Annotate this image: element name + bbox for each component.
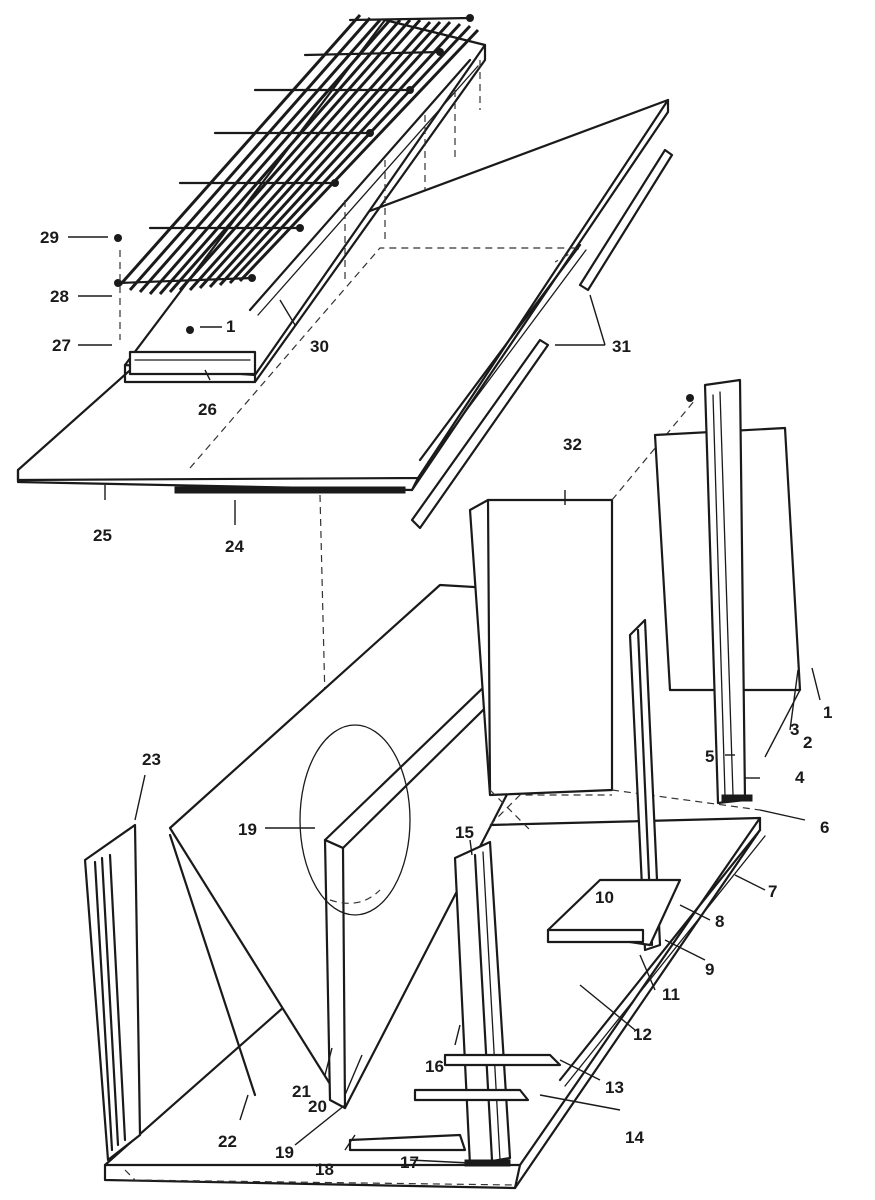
callout-11: 11 [662,985,680,1004]
underside-strip [174,486,406,494]
callout-4: 4 [795,768,805,787]
callout-27: 27 [52,336,71,355]
callout-20: 20 [308,1097,327,1116]
callout-1: 1 [823,703,832,722]
callout-30: 30 [310,337,329,356]
callout-3: 3 [790,720,799,739]
callout-10: 10 [595,888,614,907]
callout-23: 23 [142,750,161,769]
callout-16: 16 [425,1057,444,1076]
callout-8: 8 [715,912,724,931]
callout-26: 26 [198,400,217,419]
callout-25: 25 [93,526,112,545]
grille-cross-rods [114,14,474,287]
callout-7: 7 [768,882,777,901]
callout-18: 18 [315,1160,334,1179]
blower-opening [299,724,411,916]
callout-19-lower: 19 [275,1143,294,1162]
callout-15: 15 [455,823,474,842]
callout-labels: 1 1 2 3 4 5 6 7 8 9 10 11 12 13 14 15 16… [40,228,832,1179]
callout-31: 31 [612,337,631,356]
callout-22: 22 [218,1132,237,1151]
callout-1-top: 1 [226,317,235,336]
callout-leaders [68,236,821,1164]
callout-9: 9 [705,960,714,979]
callout-5: 5 [705,747,714,766]
front-panel [83,823,142,1162]
callout-12: 12 [633,1025,652,1044]
callout-24: 24 [225,537,244,556]
grille-assembly [114,14,487,384]
callout-19-upper: 19 [238,820,257,839]
callout-32: 32 [563,435,582,454]
callout-6: 6 [820,818,829,837]
panel-32 [468,498,614,797]
callout-13: 13 [605,1078,624,1097]
callout-17: 17 [400,1153,419,1172]
callout-21: 21 [292,1082,311,1101]
cabinet-assembly [83,378,802,1190]
callout-2: 2 [803,733,812,752]
callout-14: 14 [625,1128,644,1147]
grille-slats [118,14,480,295]
callout-28: 28 [50,287,69,306]
grille-channel [128,350,257,376]
side-trim-rails [410,148,674,530]
callout-29: 29 [40,228,59,247]
